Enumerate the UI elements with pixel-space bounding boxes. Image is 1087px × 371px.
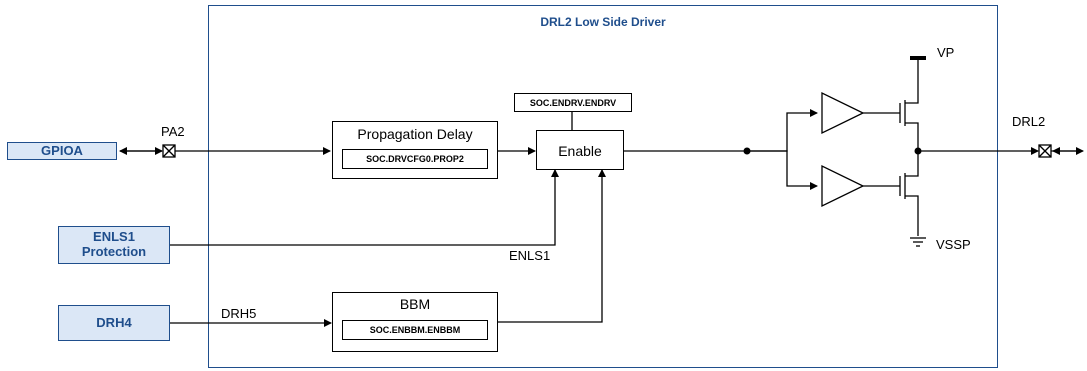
drh5-label: DRH5: [221, 306, 257, 321]
protection-label: Protection: [81, 244, 147, 259]
propagation-delay-block: Propagation Delay SOC.DRVCFG0.PROP2: [332, 121, 498, 179]
enls1-label: ENLS1: [93, 229, 135, 245]
prop2-register: SOC.DRVCFG0.PROP2: [342, 149, 488, 169]
enable-title: Enable: [558, 143, 602, 159]
gpioa-label: GPIOA: [41, 142, 83, 158]
buffer-low-icon: [821, 164, 865, 208]
buffer-high-icon: [821, 91, 865, 135]
gpioa-box: GPIOA: [7, 142, 117, 160]
drh4-box: DRH4: [58, 305, 170, 341]
bbm-title: BBM: [399, 296, 431, 312]
enable-block: Enable: [536, 130, 624, 170]
drh4-label: DRH4: [96, 314, 132, 330]
bbm-block: BBM SOC.ENBBM.ENBBM: [332, 292, 498, 352]
bbm-to-enable-wire: [498, 169, 606, 323]
propagation-delay-title: Propagation Delay: [357, 126, 473, 142]
pa2-label: PA2: [161, 124, 185, 139]
endrv-register: SOC.ENDRV.ENDRV: [514, 93, 632, 112]
enls1-protection-box: ENLS1 Protection: [58, 226, 170, 264]
split-junction-dot: [743, 147, 751, 155]
drl2-label: DRL2: [1012, 114, 1046, 129]
diagram-title: DRL2 Low Side Driver: [540, 15, 666, 29]
enls1-signal-label: ENLS1: [509, 248, 551, 263]
enls1-wire: [170, 169, 559, 246]
driver-frame: [208, 5, 998, 368]
vssp-label: VSSP: [936, 237, 971, 252]
output-junction-dot: [914, 147, 922, 155]
enbbm-register: SOC.ENBBM.ENBBM: [342, 320, 488, 340]
vp-label: VP: [937, 45, 955, 60]
